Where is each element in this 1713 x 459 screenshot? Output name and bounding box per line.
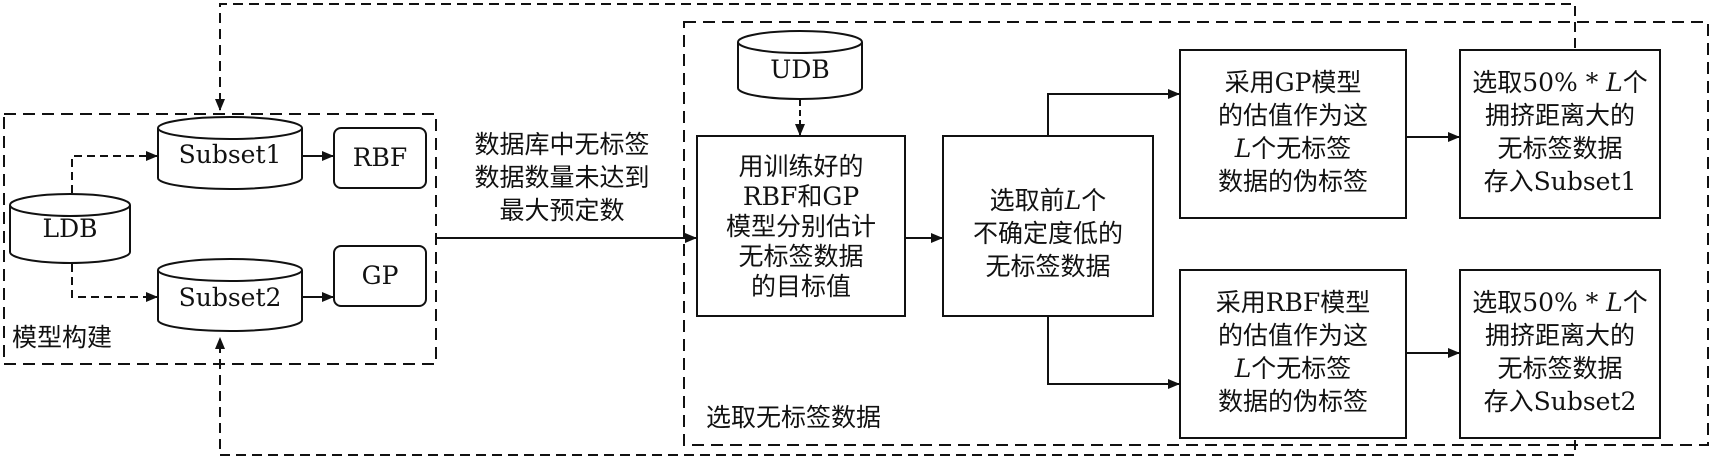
- select-to-gp-pseudo-arrow: [1047, 89, 1180, 136]
- select-to-rbf-pseudo-arrow: [1047, 316, 1180, 389]
- subset1-database-icon: [157, 116, 303, 190]
- rbf-label: RBF: [352, 143, 408, 172]
- estimate-box-text: 用训练好的 RBF和GP 模型分别估计 无标签数据 的目标值: [725, 152, 876, 301]
- store-subset2-box: [1459, 269, 1661, 439]
- select-low-uncertainty-box: [942, 135, 1154, 317]
- select-unlabeled-title: 选取无标签数据: [706, 403, 882, 432]
- ldb-database-icon: [9, 193, 131, 264]
- gp-pseudo-label-text: 采用GP模型 的估值作为这 L个无标签 数据的伪标签: [1217, 68, 1368, 196]
- gp-pseudo-label-box: [1179, 49, 1407, 219]
- rbf-model-box: [333, 127, 427, 189]
- estimate-box: [696, 135, 906, 317]
- rbf-pseudo-label-text: 采用RBF模型 的估值作为这 L个无标签 数据的伪标签: [1215, 288, 1371, 416]
- model-building-title: 模型构建: [12, 323, 113, 352]
- subset2-label: Subset2: [178, 283, 282, 312]
- condition-label: 数据库中无标签 数据数量未达到 最大预定数: [474, 130, 650, 225]
- gp-label: GP: [361, 261, 399, 290]
- select-unlabeled-group: [683, 21, 1709, 446]
- store-subset1-text: 选取50% * L个 拥挤距离大的 无标签数据 存入Subset1: [1472, 68, 1648, 196]
- subset2-database-icon: [157, 258, 303, 332]
- gp-model-box: [333, 245, 427, 307]
- subset1-label: Subset1: [178, 140, 282, 169]
- ldb-label: LDB: [42, 214, 98, 243]
- ldb-to-subset2-arrow: [71, 264, 158, 302]
- udb-database-icon: [737, 30, 863, 100]
- rbf-pseudo-label-box: [1179, 269, 1407, 439]
- select-low-uncertainty-text: 选取前L个 不确定度低的 无标签数据: [972, 186, 1123, 281]
- ldb-to-subset1-arrow: [71, 151, 158, 193]
- store-subset1-box: [1459, 49, 1661, 219]
- feedback-loop-top: [215, 3, 1576, 111]
- udb-label: UDB: [770, 55, 830, 84]
- store-subset2-text: 选取50% * L个 拥挤距离大的 无标签数据 存入Subset2: [1472, 288, 1648, 416]
